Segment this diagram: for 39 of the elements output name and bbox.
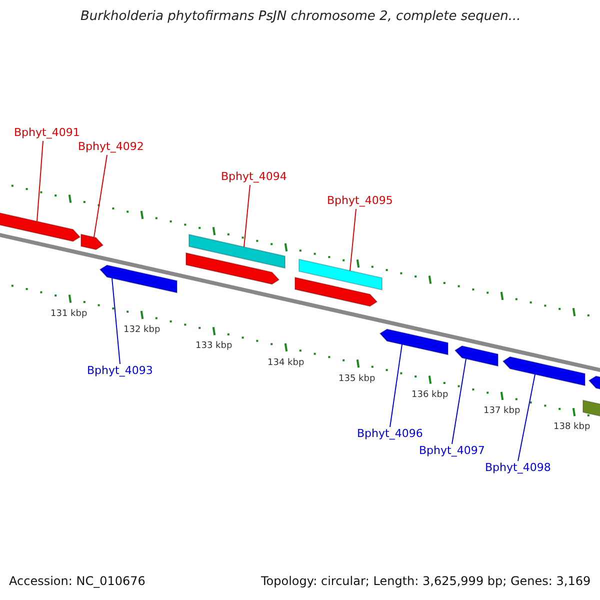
gene-feature-bar: [454, 345, 498, 367]
leader-line: [452, 358, 466, 444]
accession-text: Accession: NC_010676: [9, 574, 146, 588]
scale-label: 131 kbp: [50, 308, 88, 319]
scale-label: 134 kbp: [268, 358, 304, 368]
gene-label: Bphyt_4095: [327, 194, 393, 207]
title: Burkholderia phytofirmans PsJN chromosome 2, complete sequen...: [80, 9, 521, 24]
scale-label: 132 kbp: [124, 325, 160, 336]
gene-feature-bar: [0, 210, 81, 242]
leader-line: [244, 184, 250, 248]
gene-label: Bphyt_4094: [221, 170, 287, 183]
gene-label: Bphyt_4096: [357, 427, 423, 440]
gene-feature-bar: [588, 376, 600, 392]
scale-label: 136 kbp: [412, 390, 448, 400]
gene-feature-bar: [502, 356, 586, 386]
gene-label: Bphyt_4091: [14, 126, 80, 139]
gene-label: Bphyt_4093: [87, 364, 153, 377]
gene-label: Bphyt_4098: [485, 461, 551, 474]
gene-feature-bar: [186, 252, 280, 285]
gene-label: Bphyt_4092: [78, 140, 144, 153]
leader-line: [94, 154, 108, 238]
leader-line: [36, 140, 44, 222]
leader-line: [390, 344, 402, 428]
gene-label: Bphyt_4097: [419, 444, 485, 457]
leader-line: [112, 278, 120, 364]
scale-label: 137 kbp: [484, 406, 520, 416]
genome-summary-text: Topology: circular; Length: 3,625,999 bp; Genes: 3,169: [261, 574, 591, 588]
gene-feature-bar: [294, 276, 378, 307]
gene-feature-bar: [80, 234, 104, 250]
leader-line: [350, 208, 356, 272]
scale-label: 138 kbp: [554, 422, 590, 432]
gene-feature-bar: [99, 264, 178, 294]
gene-feature-bar: [188, 234, 286, 269]
gene-feature-bar: [298, 258, 382, 291]
gene-feature-bar: [379, 328, 448, 356]
scale-label: 135 kbp: [338, 374, 376, 384]
leader-line: [518, 374, 536, 462]
gene-feature-bar: [582, 400, 600, 419]
scale-label: 133 kbp: [196, 341, 232, 352]
